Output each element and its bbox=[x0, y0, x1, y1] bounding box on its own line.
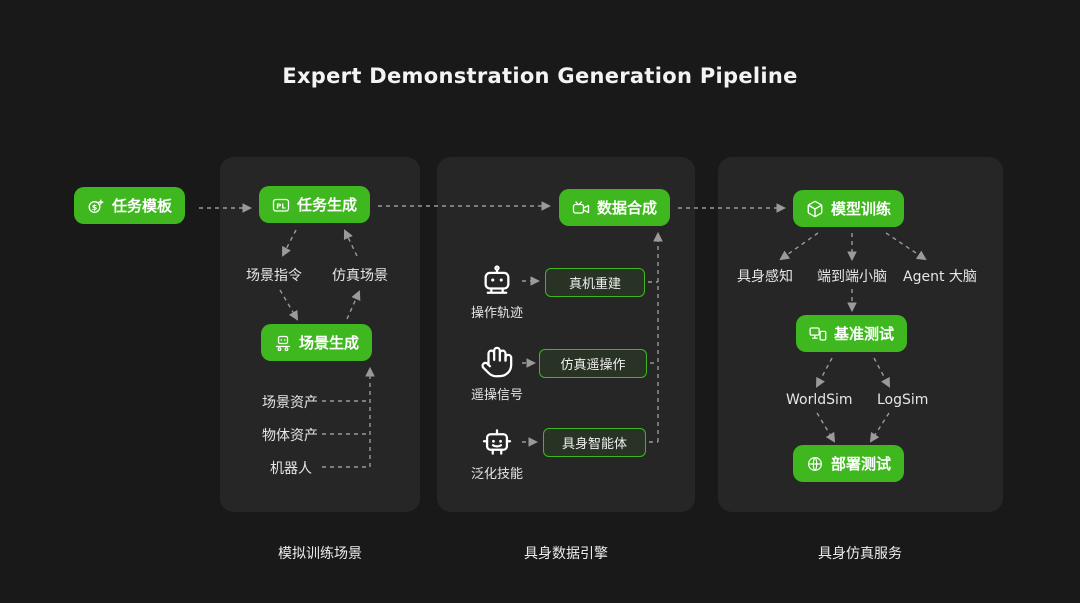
robot-conveyor-icon bbox=[274, 334, 292, 352]
asset-object-label: 物体资产 bbox=[262, 428, 318, 444]
worldsim-label: WorldSim bbox=[786, 392, 853, 408]
panel-caption-sim-service: 具身仿真服务 bbox=[818, 546, 902, 562]
camcorder-icon bbox=[572, 199, 590, 217]
scene-instruction-label: 场景指令 bbox=[246, 268, 302, 284]
deploy-test-label: 部署测试 bbox=[831, 455, 892, 473]
task-template-node: $ 任务模板 bbox=[74, 187, 186, 224]
robot-skill-icon bbox=[477, 422, 517, 462]
money-task-icon: $ bbox=[87, 197, 105, 215]
benchmark-test-label: 基准测试 bbox=[834, 325, 895, 343]
data-synthesis-label: 数据合成 bbox=[597, 199, 658, 217]
robot-icon bbox=[477, 260, 517, 300]
teleop-signal-label: 遥操信号 bbox=[470, 388, 523, 403]
hand-glove-icon bbox=[477, 342, 517, 382]
diagram-title: Expert Demonstration Generation Pipeline bbox=[282, 64, 798, 88]
scene-generation-label: 场景生成 bbox=[299, 334, 360, 352]
asset-scene-label: 场景资产 bbox=[262, 395, 318, 411]
svg-text:PL: PL bbox=[276, 202, 286, 210]
cube-icon bbox=[806, 200, 824, 218]
benchmark-test-node: 基准测试 bbox=[796, 315, 908, 352]
task-template-label: 任务模板 bbox=[112, 197, 173, 215]
model-training-label: 模型训练 bbox=[831, 200, 892, 218]
globe-icon bbox=[806, 455, 824, 473]
data-synthesis-node: 数据合成 bbox=[559, 189, 671, 226]
sim-teleoperation-box: 仿真遥操作 bbox=[539, 349, 647, 378]
logsim-label: LogSim bbox=[877, 392, 929, 408]
agent-brain-label: Agent 大脑 bbox=[903, 269, 977, 285]
svg-text:$: $ bbox=[92, 203, 98, 212]
generalized-skill-label: 泛化技能 bbox=[470, 467, 523, 482]
pl-badge-icon: PL bbox=[272, 196, 290, 214]
task-generation-node: PL 任务生成 bbox=[259, 186, 371, 223]
asset-robot-label: 机器人 bbox=[270, 461, 312, 477]
task-generation-label: 任务生成 bbox=[297, 196, 358, 214]
deploy-test-node: 部署测试 bbox=[793, 445, 905, 482]
embodied-perception-label: 具身感知 bbox=[737, 269, 793, 285]
operation-trajectory-label: 操作轨迹 bbox=[470, 306, 523, 321]
devices-icon bbox=[809, 325, 827, 343]
end-to-end-cerebellum-label: 端到端小脑 bbox=[817, 269, 887, 285]
embodied-agent-box: 具身智能体 bbox=[543, 428, 646, 457]
panel-caption-data-engine: 具身数据引擎 bbox=[524, 546, 608, 562]
panel-caption-sim-training: 模拟训练场景 bbox=[278, 546, 362, 562]
sim-scene-label: 仿真场景 bbox=[332, 268, 388, 284]
real-machine-rebuild-box: 真机重建 bbox=[545, 268, 645, 297]
scene-generation-node: 场景生成 bbox=[261, 324, 373, 361]
model-training-node: 模型训练 bbox=[793, 190, 905, 227]
